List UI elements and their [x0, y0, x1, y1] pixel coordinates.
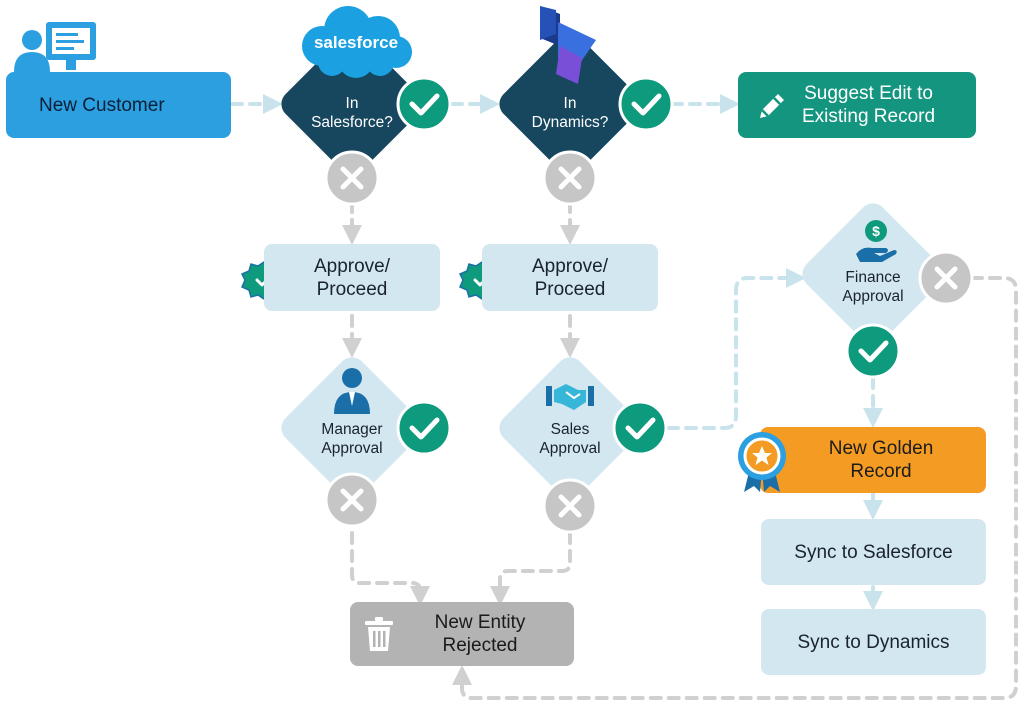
- approval-diamond-sales: [499, 357, 641, 499]
- finance-approval-line1: Finance: [845, 269, 901, 286]
- check-circle-finance-icon: [845, 323, 901, 379]
- golden-record-line2: Record: [850, 461, 912, 482]
- salesforce-logo-icon: salesforce: [302, 6, 412, 78]
- connector-sales-to-finance: [666, 268, 806, 430]
- sales-approval-line1: Sales: [550, 421, 590, 438]
- approve-sf-line1: Approve/: [313, 255, 391, 277]
- check-circle-dynamics-icon: [618, 76, 674, 132]
- check-circle-salesforce-icon: [396, 76, 452, 132]
- new-golden-record-node: New Golden Record: [760, 427, 986, 493]
- sync-dynamics-node: Sync to Dynamics: [761, 609, 986, 675]
- connector-sales-x-to-rejected: [490, 531, 572, 606]
- connector-finance-x-to-rejected: [452, 276, 1018, 700]
- handshake-icon: [546, 384, 594, 410]
- in-dynamics-line2: Dynamics?: [531, 114, 609, 131]
- sales-approval-label: Sales Approval: [510, 420, 630, 458]
- in-dynamics-label: In Dynamics?: [510, 94, 630, 132]
- x-circle-dynamics-icon: [542, 150, 598, 206]
- finance-approval-label: Finance Approval: [813, 268, 933, 306]
- approve-dyn-line2: Proceed: [534, 278, 606, 300]
- dynamics-logo-icon: [540, 6, 596, 84]
- x-circle-salesforce-icon: [324, 150, 380, 206]
- connector-manager-x-to-rejected: [350, 531, 430, 606]
- manager-approval-label: Manager Approval: [292, 420, 412, 458]
- manager-person-icon: [334, 368, 370, 414]
- approve-dyn-line1: Approve/: [531, 255, 609, 277]
- money-hand-icon: $: [856, 220, 897, 262]
- svg-text:$: $: [872, 223, 880, 239]
- approval-diamond-finance: [802, 203, 944, 345]
- rejected-line1: New Entity: [434, 612, 526, 633]
- pencil-icon: [760, 94, 784, 118]
- new-entity-rejected-node: New Entity Rejected: [350, 602, 574, 666]
- in-salesforce-line2: Salesforce?: [311, 114, 393, 131]
- manager-approval-line1: Manager: [321, 421, 383, 438]
- check-circle-manager-icon: [396, 400, 452, 456]
- new-customer-node: New Customer: [6, 72, 231, 138]
- check-circle-sales-icon: [612, 400, 668, 456]
- sync-salesforce-label: Sync to Salesforce: [794, 541, 953, 563]
- approve-proceed-salesforce-node: Approve/ Proceed: [264, 244, 440, 311]
- salesforce-logo-text: salesforce: [314, 33, 398, 52]
- finance-approval-line2: Approval: [842, 288, 904, 305]
- suggest-edit-node: Suggest Edit to Existing Record: [738, 72, 976, 138]
- sync-salesforce-node: Sync to Salesforce: [761, 519, 986, 585]
- sales-approval-line2: Approval: [539, 440, 601, 457]
- award-ribbon-icon: [738, 432, 786, 492]
- golden-record-line1: New Golden: [828, 438, 934, 459]
- x-circle-manager-icon: [324, 472, 380, 528]
- approval-diamond-manager: [281, 357, 423, 499]
- in-salesforce-label: In Salesforce?: [292, 94, 412, 132]
- sync-dynamics-label: Sync to Dynamics: [797, 631, 950, 653]
- manager-approval-line2: Approval: [321, 440, 383, 457]
- computer-user-icon: [14, 22, 96, 72]
- approve-sf-line2: Proceed: [316, 278, 388, 300]
- x-circle-finance-icon: [918, 250, 974, 306]
- in-dynamics-line1: In: [563, 95, 577, 112]
- in-salesforce-line1: In: [345, 95, 359, 112]
- suggest-edit-line1: Suggest Edit to: [804, 83, 933, 104]
- decision-diamond-in-dynamics: [499, 33, 641, 175]
- rejected-line2: Rejected: [442, 635, 518, 656]
- new-customer-label: New Customer: [39, 94, 165, 116]
- x-circle-sales-icon: [542, 478, 598, 534]
- trash-icon: [365, 617, 393, 651]
- approve-proceed-dynamics-node: Approve/ Proceed: [482, 244, 658, 311]
- suggest-edit-line2: Existing Record: [802, 106, 936, 127]
